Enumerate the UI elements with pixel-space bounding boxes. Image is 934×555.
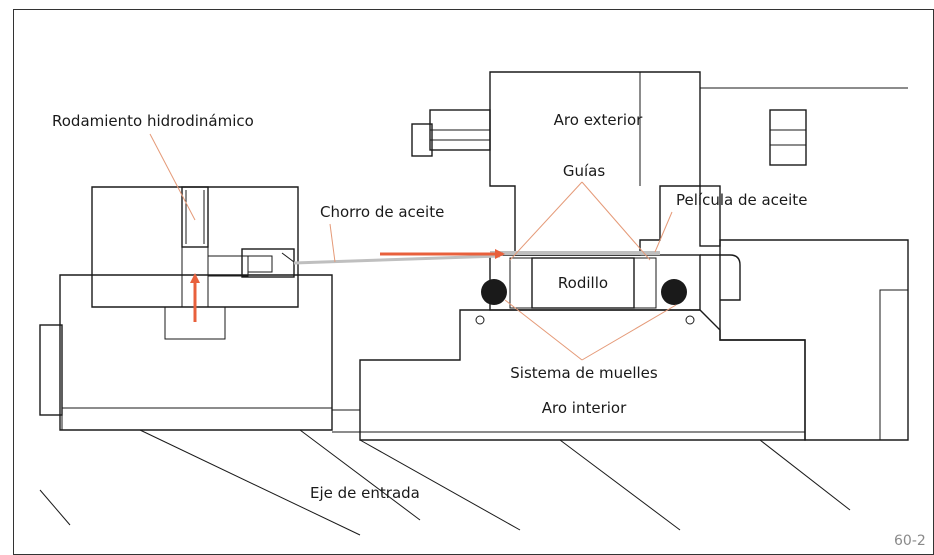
label-spring-system: Sistema de muelles — [510, 364, 658, 382]
oil-jet-line — [293, 254, 501, 265]
page-border — [13, 9, 934, 555]
label-inner-ring: Aro interior — [542, 399, 627, 417]
label-outer-ring: Aro exterior — [554, 111, 644, 129]
label-guides: Guías — [563, 162, 605, 180]
oil-film — [490, 251, 660, 255]
spring-left — [481, 279, 507, 305]
label-hydrodynamic-bearing: Rodamiento hidrodinámico — [52, 112, 254, 130]
input-shaft-lines — [39, 429, 851, 536]
hydrodynamic-bearing — [91, 186, 299, 308]
leader-lines — [149, 133, 677, 361]
left-housing — [39, 274, 333, 431]
spring-right — [661, 279, 687, 305]
label-roller: Rodillo — [558, 274, 608, 292]
label-input-shaft: Eje de entrada — [310, 484, 420, 502]
label-oil-jet: Chorro de aceite — [320, 203, 444, 221]
outer-ring — [411, 71, 908, 256]
label-oil-film: Película de aceite — [676, 191, 807, 209]
right-housing — [700, 239, 909, 441]
figure-number: 60-2 — [894, 533, 926, 549]
roller-assembly — [475, 254, 701, 325]
